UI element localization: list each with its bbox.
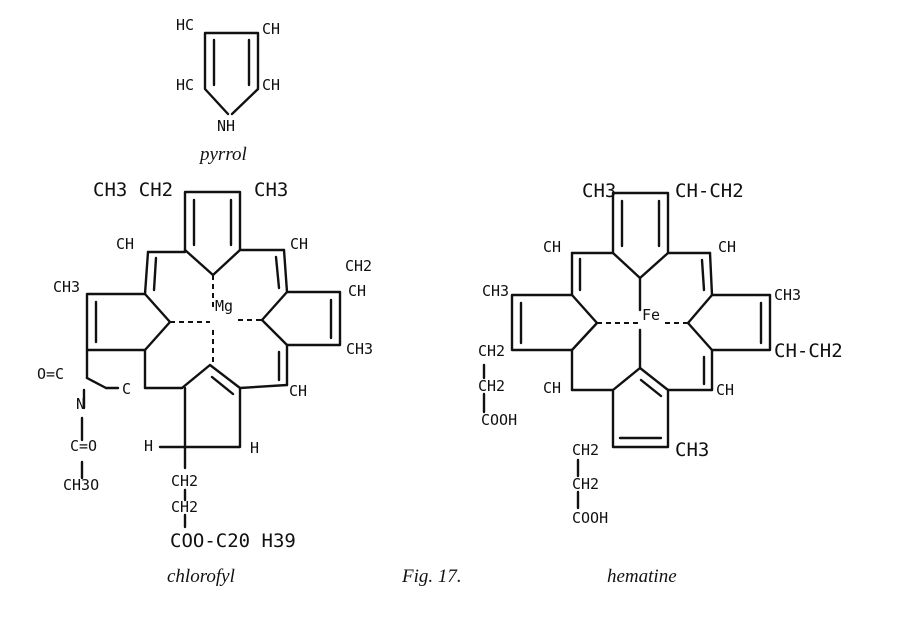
chlorofyl-ch-upper-left: CH xyxy=(116,235,134,253)
hematine-ch-upper-left: CH xyxy=(543,238,561,256)
hematine-chain-left-ch2: CH2 xyxy=(478,377,505,395)
chlorofyl-n: N xyxy=(76,395,85,413)
caption-hematine: hematine xyxy=(607,566,677,587)
chlorofyl-ch-right: CH xyxy=(348,282,366,300)
hematine-ch2-bottom: CH2 xyxy=(572,441,599,459)
chlorofyl-chain-ch2-2: CH2 xyxy=(171,498,198,516)
chlorofyl-structure: CH3 CH2 CH3 CH CH CH3 CH2 CH Mg CH3 O=C … xyxy=(37,179,373,552)
chlorofyl-ch-upper-right: CH xyxy=(290,235,308,253)
caption-fig: Fig. 17. xyxy=(401,566,462,587)
hematine-ch-upper-right: CH xyxy=(718,238,736,256)
chlorofyl-ch-lower-right: CH xyxy=(289,382,307,400)
pyrrol-hc-bottom: HC xyxy=(176,76,194,94)
chlorofyl-ch3-right: CH3 xyxy=(346,340,373,358)
chlorofyl-h-left: H xyxy=(144,437,153,455)
hematine-cooh-left: COOH xyxy=(481,411,517,429)
pyrrol-nh: NH xyxy=(217,117,235,135)
chlorofyl-ch3-top: CH3 xyxy=(254,179,288,201)
chlorofyl-metal-coordination xyxy=(170,275,262,365)
chlorofyl-ch3-ch2-top: CH3 CH2 xyxy=(93,179,173,201)
chlorofyl-c-o: C=O xyxy=(70,437,97,455)
pyrrol-ch-bottom: CH xyxy=(262,76,280,94)
hematine-ch3-left: CH3 xyxy=(482,282,509,300)
hematine-ch-lower-right: CH xyxy=(716,381,734,399)
pyrrol-hc-top: HC xyxy=(176,16,194,34)
chlorofyl-chain-ch2-1: CH2 xyxy=(171,472,198,490)
caption-pyrrol: pyrrol xyxy=(198,144,247,165)
hematine-bonds xyxy=(482,191,772,510)
chlorofyl-h-right: H xyxy=(250,439,259,457)
chlorofyl-ch2-right: CH2 xyxy=(345,257,372,275)
hematine-cooh-bottom: COOH xyxy=(572,509,608,527)
pyrrol-structure: HC CH HC CH NH xyxy=(176,16,280,135)
chlorofyl-oc: O=C xyxy=(37,365,64,383)
hematine-vinyl-right: CH-CH2 xyxy=(774,340,843,362)
chlorofyl-ch3o: CH3O xyxy=(63,476,99,494)
chlorofyl-metal-mg: Mg xyxy=(215,297,233,315)
hematine-metal-coordination xyxy=(597,276,688,370)
pyrrol-ring-bonds xyxy=(203,31,260,116)
hematine-chain-bottom-ch2: CH2 xyxy=(572,475,599,493)
hematine-vinyl-top: CH-CH2 xyxy=(675,180,744,202)
chlorofyl-ch3-left: CH3 xyxy=(53,278,80,296)
hematine-ch3-bottom: CH3 xyxy=(675,439,709,461)
chlorofyl-chain-ester: COO-C20 H39 xyxy=(170,530,296,552)
chlorofyl-c-ring: C xyxy=(122,380,131,398)
hematine-ch3-top: CH3 xyxy=(582,180,616,202)
hematine-structure: CH3 CH-CH2 CH CH CH3 Fe CH3 CH2 CH-CH2 C… xyxy=(478,180,843,527)
chlorofyl-bonds xyxy=(80,190,342,529)
hematine-metal-fe: Fe xyxy=(642,306,660,324)
caption-chlorofyl: chlorofyl xyxy=(167,566,235,587)
hematine-ch3-right: CH3 xyxy=(774,286,801,304)
pyrrol-ch-top: CH xyxy=(262,20,280,38)
hematine-ch2-left: CH2 xyxy=(478,342,505,360)
hematine-ch-lower-left: CH xyxy=(543,379,561,397)
